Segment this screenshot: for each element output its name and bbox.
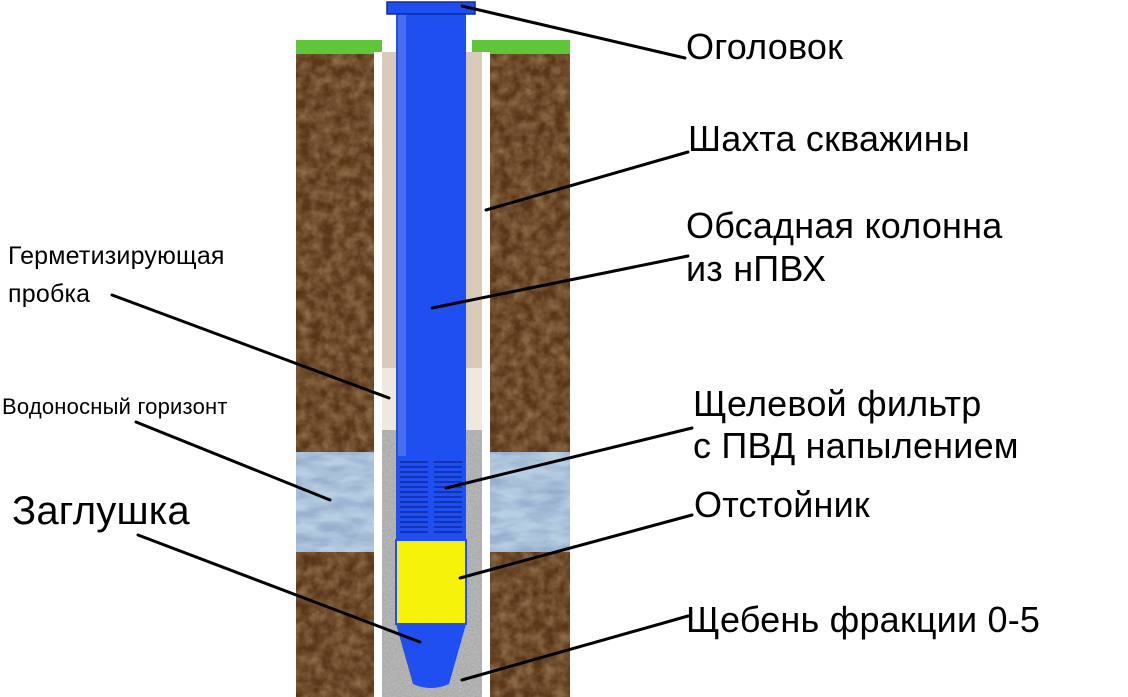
label-sump: Отстойник: [694, 484, 870, 525]
grass: [296, 40, 570, 54]
label-seal-line2: пробка: [8, 280, 91, 308]
casing-pipe: [396, 8, 466, 456]
leader-filter: [444, 426, 694, 490]
leader-aquifer: [134, 420, 332, 502]
label-aquifer: Водоносный горизонт: [2, 394, 228, 419]
label-head: Оголовок: [686, 26, 844, 67]
label-seal-line1: Герметизирующая: [8, 242, 225, 270]
leader-seal: [110, 293, 391, 400]
label-shaft: Шахта скважины: [688, 118, 970, 159]
label-casing-line2: из нПВХ: [686, 248, 827, 289]
label-filter-line2: с ПВД напылением: [693, 425, 1019, 466]
label-plug: Заглушка: [12, 489, 190, 533]
leader-plug: [136, 533, 422, 644]
leader-head: [460, 4, 687, 60]
sump: [395, 539, 467, 625]
well-head: [386, 1, 476, 15]
slotted-filter: [396, 456, 466, 540]
leader-casing: [430, 254, 690, 310]
leader-sump: [458, 513, 694, 580]
label-gravel: Щебень фракции 0-5: [686, 599, 1041, 640]
leader-gravel: [460, 614, 690, 682]
leader-shaft: [484, 150, 690, 212]
label-casing-line1: Обсадная колонна: [686, 205, 1003, 246]
label-filter-line1: Щелевой фильтр: [693, 383, 982, 424]
leader-lines: [110, 4, 694, 682]
